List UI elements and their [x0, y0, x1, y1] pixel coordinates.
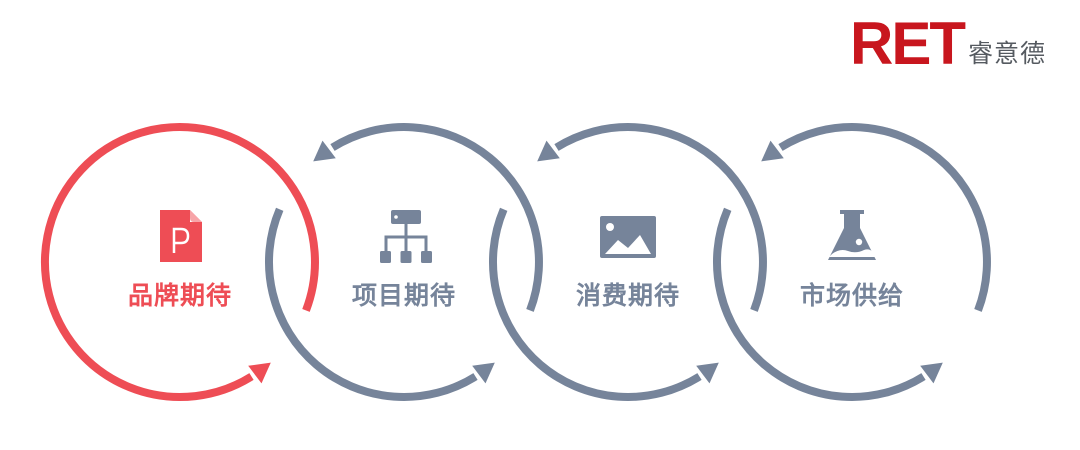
step-label: 市场供给	[799, 281, 904, 310]
step-consumer-expectation: 消费期待	[528, 206, 728, 312]
cycle-arc-upper	[778, 123, 991, 312]
hierarchy-icon	[380, 210, 432, 263]
cycle-arc-lower	[489, 207, 702, 401]
arrowhead-icon	[313, 140, 336, 162]
presentation-file-icon	[160, 210, 202, 262]
arrowhead-icon	[761, 140, 784, 162]
arrowhead-icon	[537, 140, 560, 162]
logo-mark: RET	[850, 10, 966, 77]
arrowhead-icon	[920, 362, 943, 384]
step-brand-expectation: 品牌期待	[80, 206, 280, 312]
flask-icon	[828, 210, 876, 260]
arrowhead-icon	[472, 362, 495, 384]
cycle-arc-upper	[554, 123, 767, 312]
arrowhead-icon	[248, 362, 271, 384]
cycle-arc-active	[40, 123, 319, 401]
arrowhead-icon	[696, 362, 719, 384]
cycle-arc-upper	[330, 123, 543, 312]
image-icon	[600, 216, 656, 258]
logo-name: 睿意德	[968, 39, 1047, 68]
step-market-supply: 市场供给	[752, 206, 952, 312]
step-label: 品牌期待	[127, 281, 232, 310]
brand-logo: RET 睿意德	[850, 10, 1047, 77]
cycle-arc-lower	[713, 207, 926, 401]
step-label: 消费期待	[575, 281, 680, 310]
step-label: 项目期待	[351, 281, 456, 310]
step-project-expectation: 项目期待	[304, 206, 504, 312]
cycle-arc-lower	[265, 207, 478, 401]
